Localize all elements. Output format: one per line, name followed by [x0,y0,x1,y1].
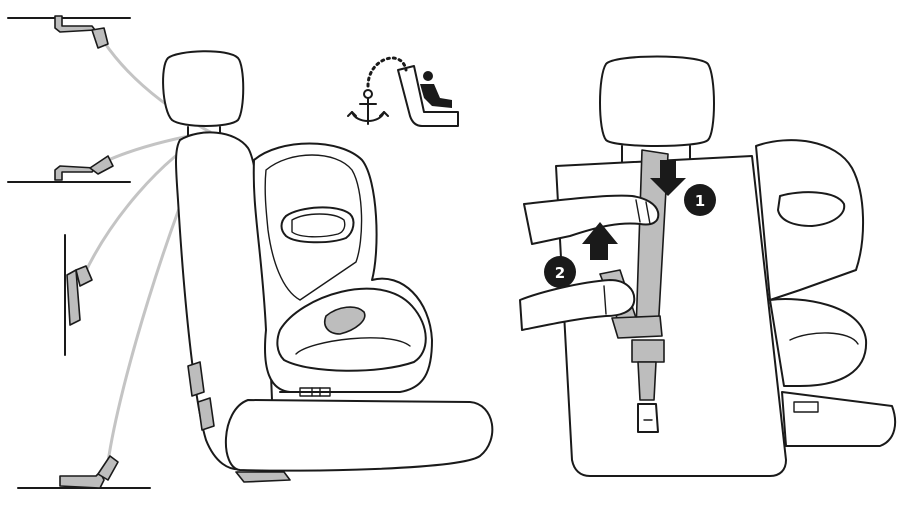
step-2-number: 2 [555,264,565,282]
top-tether-symbol [347,56,459,127]
side-view-panel [7,15,494,489]
anchor-icon [347,89,389,125]
anchor-bracket-seatback [66,265,93,326]
rear-view-panel: 1 2 [519,55,897,477]
step-1-arrow-down [650,160,686,196]
anchor-bracket-shelf [54,155,114,181]
vehicle-headrest-rear [599,55,715,147]
vehicle-seatback-rear [555,155,787,477]
tether-arc-dotted [366,56,408,88]
hand-lower [519,279,636,331]
anchor-bracket-roof [54,15,109,49]
vehicle-seat-cushion [224,399,494,472]
child-seat-tether-icon [397,65,459,127]
hand-upper [523,194,660,245]
strap-adjuster [631,339,665,363]
tether-hook [637,403,659,433]
step-2-badge: 2 [544,256,576,288]
anchor-bracket-floor [59,455,119,489]
step-1-number: 1 [695,192,705,210]
vehicle-headrest [162,50,245,127]
step-2-arrow-up [582,222,618,260]
step-1-badge: 1 [684,184,716,216]
